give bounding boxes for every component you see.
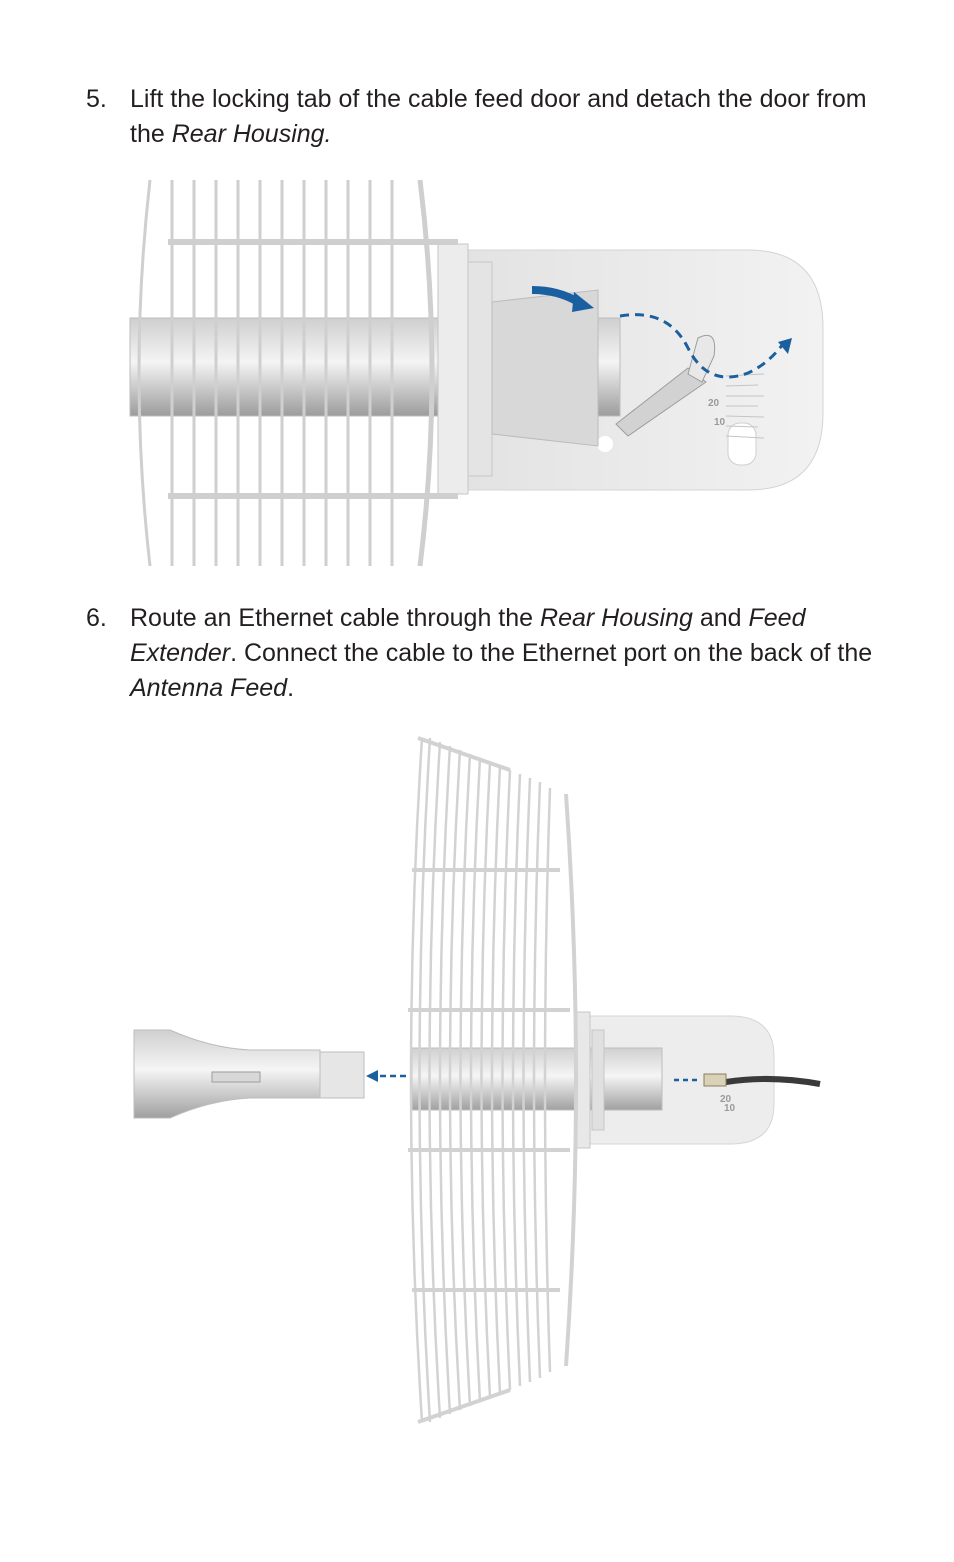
scale-label: 20 <box>720 1094 732 1105</box>
grid-reflector <box>137 179 458 567</box>
dashed-arrow <box>619 313 785 379</box>
step-6: 6. Route an Ethernet cable through the R… <box>86 601 886 706</box>
rear-housing-door-illustration: 20 10 <box>129 179 824 567</box>
step-text-part-italic: Rear Housing. <box>171 120 332 148</box>
step-text-part: and <box>692 604 749 632</box>
grid-reflector <box>408 736 578 1424</box>
cable-feed-door <box>615 334 716 437</box>
antenna-feed <box>133 1029 365 1119</box>
step-number: 6. <box>86 604 107 632</box>
step-text-part: Route an Ethernet cable through the <box>130 604 541 632</box>
scale-label: 20 <box>708 398 720 409</box>
scale-label: 10 <box>714 417 726 428</box>
step-text-part: Lift the locking tab of the cable feed d… <box>130 85 867 148</box>
step-text: Lift the locking tab of the cable feed d… <box>130 82 886 152</box>
step-text-part-italic: Rear Housing <box>540 604 693 632</box>
step-number: 5. <box>86 85 107 113</box>
antenna-assembly-illustration: 20 10 <box>133 736 821 1424</box>
step-text-part: . Connect the cable to the Ethernet port… <box>230 639 873 667</box>
ethernet-cable <box>725 1075 821 1087</box>
step-text-part-italic: Feed Extender <box>130 604 806 667</box>
step-text-part-italic: Antenna Feed <box>130 674 288 702</box>
step-5: 5. Lift the locking tab of the cable fee… <box>86 82 886 152</box>
step-text-part: . <box>287 674 295 702</box>
scale-label: 10 <box>724 1103 736 1114</box>
step-text: Route an Ethernet cable through the Rear… <box>130 601 886 706</box>
ethernet-connector <box>703 1073 727 1087</box>
